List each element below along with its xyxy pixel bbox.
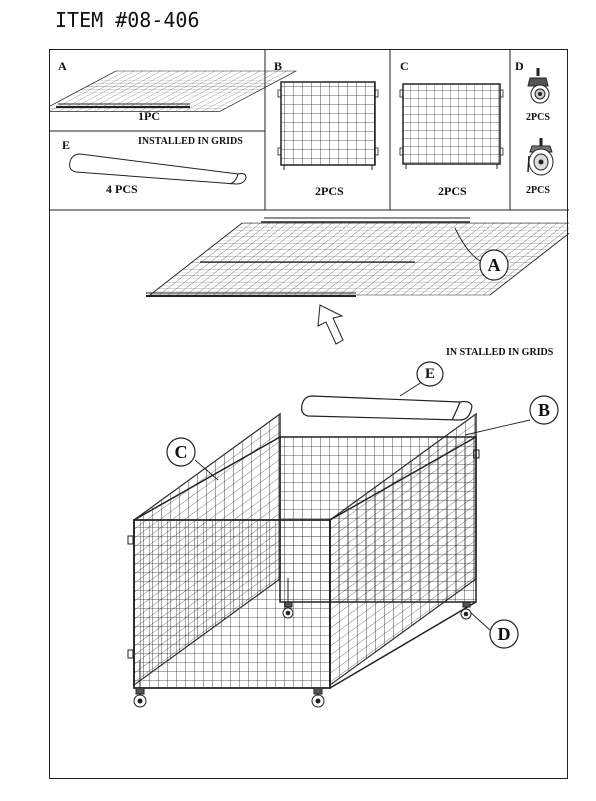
part-e-qty: 4 PCS — [106, 182, 138, 196]
assembly-drawing — [50, 50, 569, 708]
assembly-sheet: A 1PC B 2PCS C 2PCS D 2PCS 2PCS E INSTAL… — [49, 49, 569, 779]
callout-b: B — [537, 400, 550, 420]
page-title: ITEM #08-406 — [55, 8, 200, 32]
part-b-thumbnail — [277, 81, 379, 170]
main-casters — [133, 601, 472, 708]
part-d-qty-swivel: 2PCS — [526, 112, 550, 123]
part-e-note: INSTALLED IN GRIDS — [138, 136, 243, 147]
callout-d: D — [497, 624, 511, 644]
callout-c: C — [174, 442, 188, 462]
part-d-qty-brake: 2PCS — [526, 185, 550, 196]
main-top-grid — [146, 217, 569, 297]
main-channel-e — [301, 395, 473, 421]
diagram-note-e: IN STALLED IN GRIDS — [446, 347, 554, 358]
part-e-letter: E — [62, 138, 71, 152]
part-c-thumbnail — [399, 83, 504, 169]
caster-front-left-icon — [133, 687, 147, 708]
part-e-thumbnail — [69, 153, 247, 185]
caster-front-right-icon — [311, 687, 325, 708]
part-a-letter: A — [58, 59, 67, 73]
part-d-caster-brake-icon — [527, 138, 554, 176]
callout-circles — [166, 249, 559, 649]
part-a-qty: 1PC — [138, 109, 160, 123]
part-d-letter: D — [515, 59, 524, 73]
caster-back-left-icon — [282, 601, 294, 619]
part-a-thumbnail — [50, 70, 298, 113]
part-c-qty: 2PCS — [438, 184, 467, 198]
main-enclosure — [127, 412, 480, 690]
part-b-letter: B — [274, 59, 283, 73]
insert-arrow-icon — [317, 304, 344, 345]
part-d-caster-swivel-icon — [527, 68, 550, 104]
callout-e: E — [424, 366, 435, 382]
part-c-letter: C — [400, 59, 409, 73]
caster-back-right-icon — [460, 601, 472, 620]
part-b-qty: 2PCS — [315, 184, 344, 198]
callout-a: A — [487, 255, 501, 275]
